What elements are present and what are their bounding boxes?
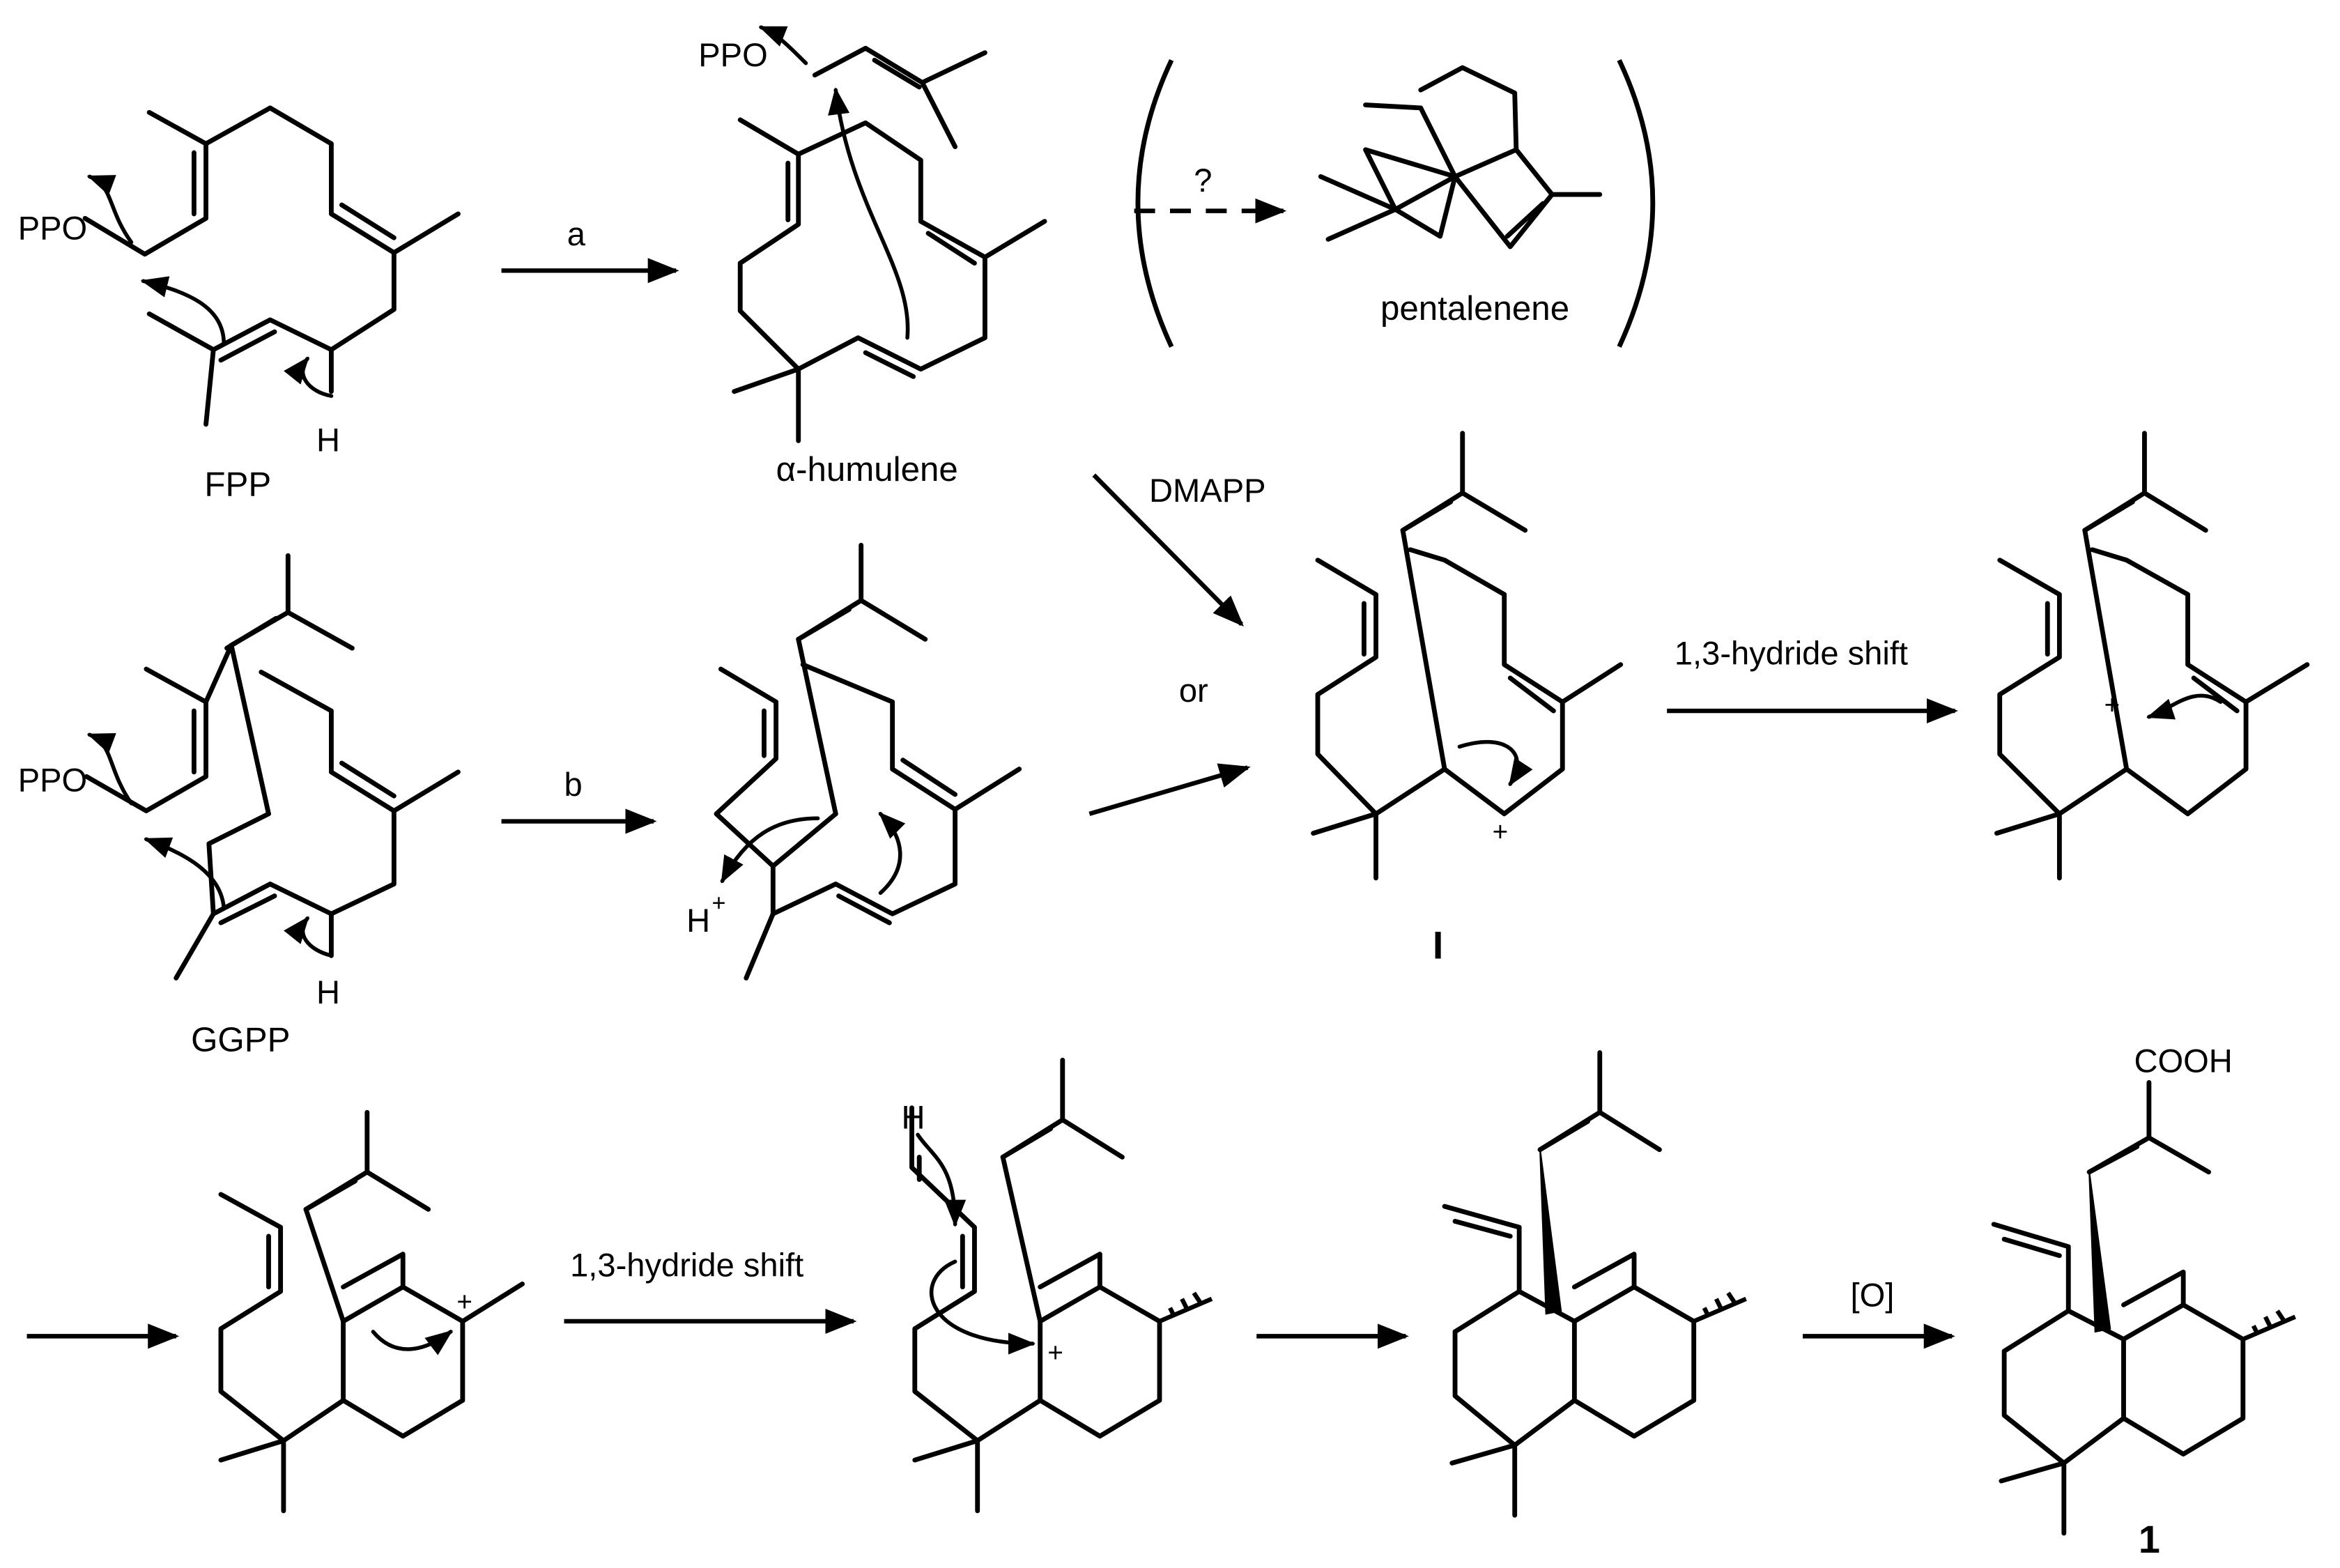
ggpp-structure [84, 553, 461, 981]
tricyclic-cation-charge: + [456, 1287, 472, 1317]
right-parenthesis [1617, 59, 1656, 348]
pentalenene-structure [1318, 65, 1603, 249]
fpp-label: FPP [204, 466, 271, 504]
tertiary-cation-charge: + [1047, 1338, 1063, 1368]
dmapp-arrow [1092, 473, 1244, 627]
pathway-b-label: b [564, 766, 583, 803]
humulene-ppo-label: PPO [698, 36, 768, 73]
dmapp-label: DMAPP [1149, 472, 1266, 509]
fpp-structure [82, 105, 461, 427]
unknown-step-question: ? [1194, 162, 1212, 199]
oxidation-label: [O] [1851, 1277, 1895, 1314]
ggpp-ppo-label: PPO [18, 762, 88, 799]
intermediate-i-label: I [1433, 924, 1443, 967]
tertiary-cation-structure [909, 1057, 1213, 1514]
ggpp-cyclization-structure [714, 542, 1022, 981]
fpp-ppo-label: PPO [18, 209, 88, 246]
proton-charge: + [712, 890, 726, 916]
cooh-label: COOH [2134, 1042, 2232, 1079]
intermediate-i-structure [1311, 431, 1624, 881]
intermediate-i-charge: + [1493, 817, 1509, 847]
hydride-shift-top-label: 1,3-hydride shift [1675, 635, 1908, 672]
humulene-label: α-humulene [776, 450, 958, 489]
h-bottom-label: H [902, 1099, 925, 1136]
or-label: or [1179, 672, 1208, 709]
to-intermediate-i-arrow [1088, 763, 1251, 816]
proton-label: H [686, 902, 710, 939]
pentalenene-label: pentalenene [1380, 289, 1569, 328]
shifted-cation-structure [1994, 431, 2310, 881]
ggpp-h-label: H [316, 974, 340, 1010]
product-1-label: 1 [2139, 1518, 2160, 1561]
product-1-structure [1991, 1079, 2297, 1536]
shifted-cation-charge: + [2104, 690, 2120, 720]
hydride-shift-bottom-label: 1,3-hydride shift [570, 1247, 803, 1284]
tricyclic-cation-structure [218, 1109, 525, 1514]
pathway-a-label: a [567, 215, 586, 252]
fpp-h-label: H [316, 421, 340, 458]
left-parenthesis [1135, 59, 1174, 348]
humulene-structure [732, 25, 1047, 443]
ggpp-label: GGPP [191, 1020, 290, 1059]
alkene-product-structure [1442, 1050, 1747, 1518]
